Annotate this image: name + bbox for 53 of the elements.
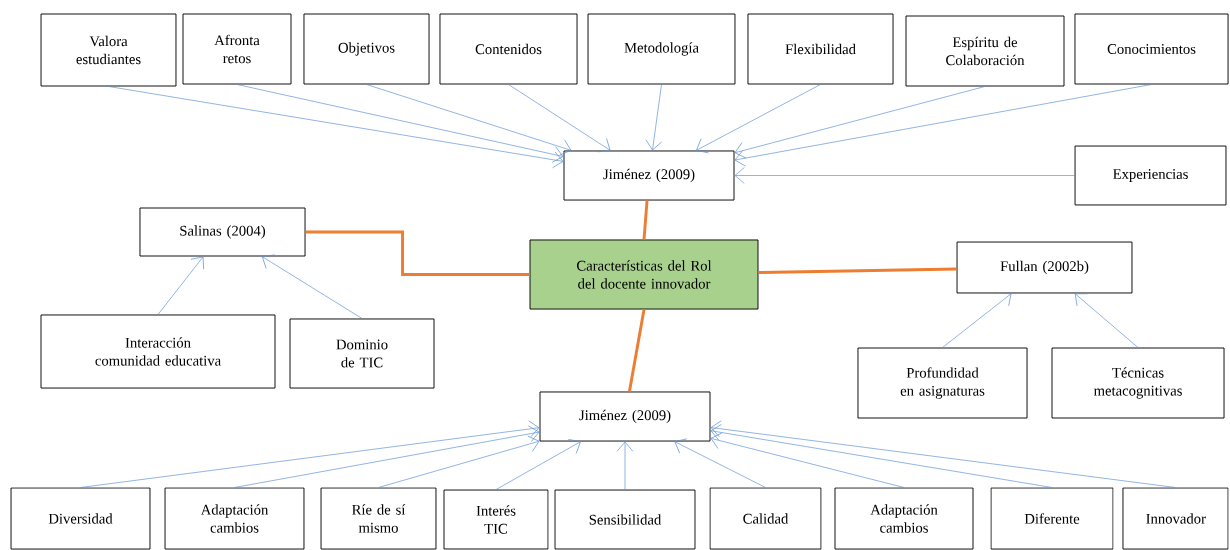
arrow: [234, 425, 540, 488]
concept-box: Espíritu de Colaboración: [905, 15, 1065, 87]
arrow: [366, 84, 572, 156]
arrow: [236, 84, 564, 163]
concept-box: Adaptación cambios: [834, 487, 974, 550]
connector-line: [642, 200, 649, 240]
concept-box: Adaptación cambios: [164, 487, 305, 550]
arrow: [108, 86, 564, 169]
concept-box: Experiencias: [1074, 145, 1227, 206]
concept-box: Contenidos: [439, 13, 578, 85]
arrow: [1074, 293, 1139, 348]
concept-box: Metodología: [587, 13, 736, 85]
connector-line: [628, 309, 646, 392]
concept-box: Dominio de TIC: [289, 318, 435, 389]
concept-box: Diferente: [990, 487, 1114, 550]
arrow: [508, 84, 611, 153]
concept-box: Valora estudiantes: [40, 13, 177, 87]
concept-box: Diversidad: [10, 487, 151, 550]
concept-box: Flexibilidad: [747, 13, 894, 85]
author-box: Jiménez (2009): [539, 391, 711, 442]
arrow: [710, 420, 1176, 488]
arrow: [80, 420, 540, 488]
author-box: Fullan (2002b): [956, 241, 1133, 294]
arrow: [942, 292, 1012, 348]
concept-box: Interacción comunidad educativa: [40, 314, 276, 389]
concept-box: Conocimientos: [1074, 13, 1229, 85]
concept-box: Profundidad en asignaturas: [857, 347, 1028, 419]
concept-box: Técnicas metacognitivas: [1051, 347, 1225, 419]
connector-line: [305, 230, 530, 276]
concept-box: Ríe de sí mismo: [320, 487, 437, 550]
arrow: [734, 86, 986, 159]
arrow: [378, 435, 540, 488]
arrow: [734, 84, 1152, 167]
arrow: [495, 439, 581, 490]
arrow: [734, 167, 1075, 184]
arrow: [710, 424, 1053, 488]
arrow: [157, 256, 204, 315]
author-box: Jiménez (2009): [563, 150, 735, 201]
arrow: [262, 254, 363, 319]
arrow: [645, 84, 663, 151]
concept-box: Interés TIC: [443, 489, 549, 550]
concept-box: Afronta retos: [182, 13, 292, 85]
connector-line: [758, 267, 957, 274]
concept-box: Calidad: [709, 487, 822, 550]
arrow: [674, 438, 766, 488]
arrow: [696, 84, 821, 154]
concept-box: Sensibilidad: [554, 489, 696, 550]
concept-box: Innovador: [1122, 487, 1229, 550]
central-box: Características del Rol del docente innovador: [529, 239, 759, 310]
arrow: [710, 432, 905, 488]
author-box: Salinas (2004): [139, 207, 306, 257]
arrow: [616, 441, 634, 490]
concept-box: Objetivos: [303, 13, 430, 85]
